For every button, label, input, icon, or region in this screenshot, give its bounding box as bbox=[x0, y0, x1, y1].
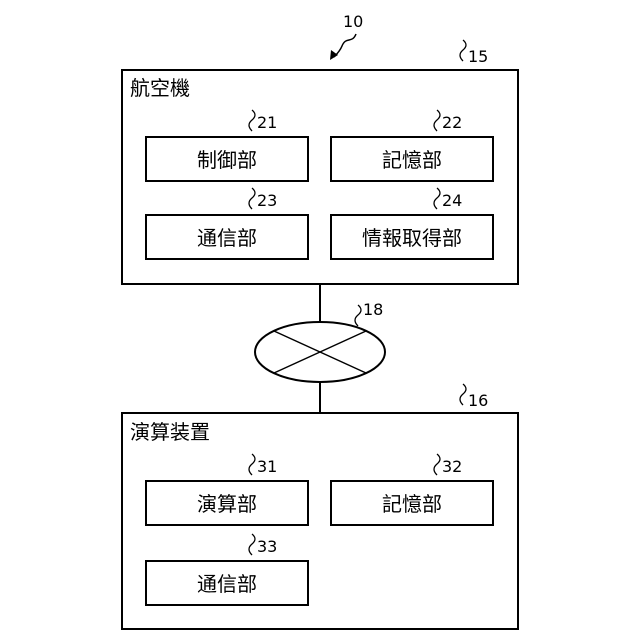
unit-communication-ref: 23 bbox=[257, 191, 277, 210]
unit-storage-label: 記憶部 bbox=[382, 148, 442, 172]
unit-info-acquisition-label: 情報取得部 bbox=[362, 226, 462, 250]
unit-arithmetic-label: 演算部 bbox=[197, 492, 257, 516]
unit-computer-communication: 通信部 33 bbox=[146, 534, 308, 605]
network-ref-leader bbox=[355, 305, 361, 326]
unit-control-ref: 21 bbox=[257, 113, 277, 132]
unit-info-acquisition-leader bbox=[434, 188, 440, 209]
unit-computer-storage-ref: 32 bbox=[442, 457, 462, 476]
aircraft-title: 航空機 bbox=[130, 76, 190, 100]
network-ref-number: 18 bbox=[363, 300, 383, 319]
network: 18 bbox=[255, 284, 385, 413]
unit-computer-communication-label: 通信部 bbox=[197, 572, 257, 596]
unit-storage-leader bbox=[434, 110, 440, 131]
aircraft-ref-leader bbox=[460, 40, 466, 61]
aircraft-ref-number: 15 bbox=[468, 47, 488, 66]
unit-storage-ref: 22 bbox=[442, 113, 462, 132]
unit-communication: 通信部 23 bbox=[146, 188, 308, 259]
unit-arithmetic: 演算部 31 bbox=[146, 454, 308, 525]
unit-control: 制御部 21 bbox=[146, 110, 308, 181]
unit-control-leader bbox=[249, 110, 255, 131]
system-ref-arrowhead bbox=[330, 50, 338, 60]
unit-info-acquisition: 情報取得部 24 bbox=[331, 188, 493, 259]
aircraft-frame bbox=[122, 70, 518, 284]
unit-arithmetic-leader bbox=[249, 454, 255, 475]
computer-ref-leader bbox=[460, 384, 466, 405]
aircraft-block: 航空機 15 制御部 21 記憶部 22 通信部 23 情報取得部 bbox=[122, 40, 518, 284]
unit-control-label: 制御部 bbox=[197, 148, 257, 172]
unit-communication-label: 通信部 bbox=[197, 226, 257, 250]
unit-computer-storage: 記憶部 32 bbox=[331, 454, 493, 525]
unit-communication-leader bbox=[249, 188, 255, 209]
unit-computer-storage-label: 記憶部 bbox=[382, 492, 442, 516]
computer-ref-number: 16 bbox=[468, 391, 488, 410]
unit-arithmetic-ref: 31 bbox=[257, 457, 277, 476]
unit-computer-communication-ref: 33 bbox=[257, 537, 277, 556]
unit-computer-storage-leader bbox=[434, 454, 440, 475]
system-ref-number: 10 bbox=[343, 12, 363, 31]
unit-info-acquisition-ref: 24 bbox=[442, 191, 462, 210]
computer-frame bbox=[122, 413, 518, 629]
unit-storage: 記憶部 22 bbox=[331, 110, 493, 181]
system-ref-leader bbox=[334, 34, 356, 57]
computer-block: 演算装置 16 演算部 31 記憶部 32 通信部 33 bbox=[122, 384, 518, 629]
unit-computer-communication-leader bbox=[249, 534, 255, 555]
computer-title: 演算装置 bbox=[130, 420, 210, 444]
